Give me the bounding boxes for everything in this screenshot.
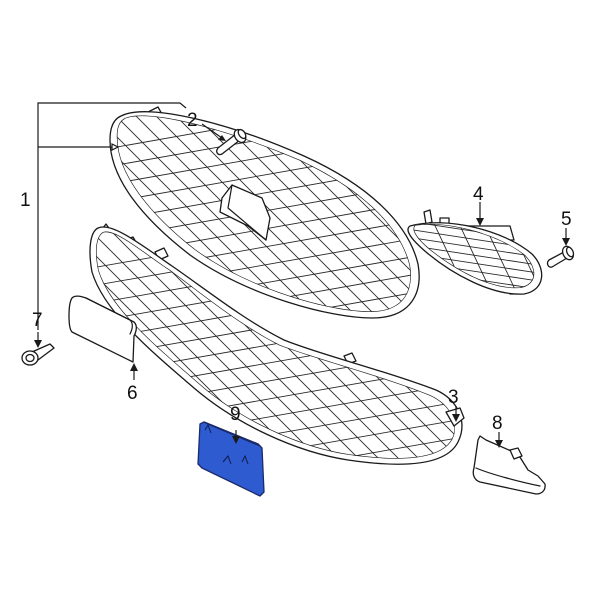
callout-7[interactable]: 7 (32, 310, 43, 331)
callout-1[interactable]: 1 (20, 190, 31, 211)
lower-grille[interactable] (0, 200, 580, 540)
callout-5[interactable]: 5 (561, 209, 572, 230)
callout-3[interactable]: 3 (448, 387, 459, 408)
side-grille-insert[interactable] (400, 209, 545, 300)
callout-4[interactable]: 4 (473, 184, 484, 205)
end-bracket[interactable] (472, 435, 546, 495)
trim-molding[interactable] (68, 295, 137, 363)
license-plate-bracket[interactable] (197, 421, 265, 497)
callout-6[interactable]: 6 (127, 383, 138, 404)
callout-9[interactable]: 9 (230, 404, 241, 425)
callout-2[interactable]: 2 (187, 110, 198, 131)
push-pin-retainer[interactable] (21, 343, 55, 366)
callout-8[interactable]: 8 (492, 413, 503, 434)
upper-grille-bolt[interactable] (216, 127, 248, 156)
leader-lines (34, 102, 570, 448)
side-grille-bolt[interactable] (546, 245, 576, 268)
